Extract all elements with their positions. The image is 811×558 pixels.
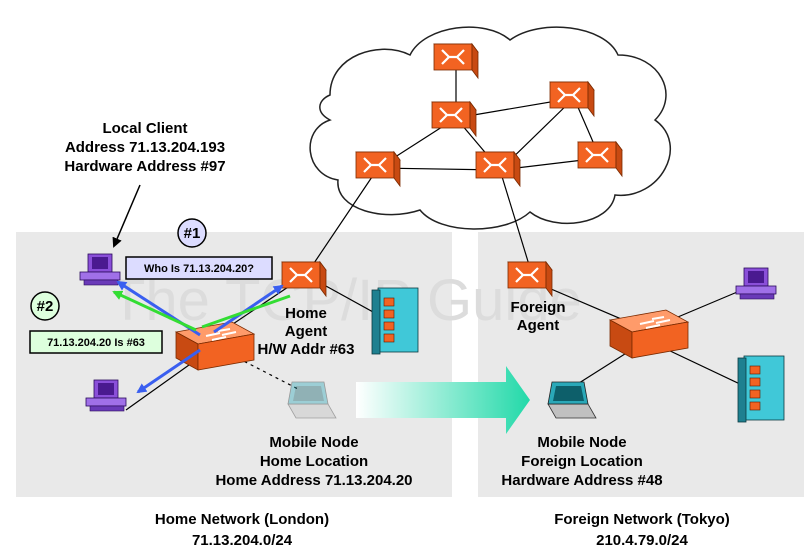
step2-badge: #2 [30, 291, 60, 321]
svg-text:Agent: Agent [285, 323, 328, 340]
home-agent-label: Home Agent H/W Addr #63 [258, 305, 355, 358]
svg-text:Home: Home [285, 305, 327, 322]
mobile-node-move-arrow [356, 366, 530, 434]
svg-text:71.13.204.20 Is #63: 71.13.204.20 Is #63 [47, 337, 145, 349]
svg-text:71.13.204.0/24: 71.13.204.0/24 [192, 532, 293, 549]
svg-text:Address 71.13.204.193: Address 71.13.204.193 [65, 139, 225, 156]
internet-cloud [309, 26, 672, 230]
svg-text:Mobile Node: Mobile Node [269, 434, 358, 451]
mobile-node-foreign-label: Mobile Node Foreign Location Hardware Ad… [501, 434, 662, 489]
home-network-caption: Home Network (London) 71.13.204.0/24 [155, 511, 329, 549]
step1-badge: #1 [177, 218, 207, 248]
svg-text:Home Address 71.13.204.20: Home Address 71.13.204.20 [215, 472, 412, 489]
svg-text:Hardware Address #97: Hardware Address #97 [64, 158, 225, 175]
svg-text:Foreign Location: Foreign Location [521, 453, 643, 470]
svg-text:Home Location: Home Location [260, 453, 368, 470]
svg-text:H/W Addr #63: H/W Addr #63 [258, 341, 355, 358]
svg-text:Foreign: Foreign [511, 299, 566, 316]
local-client-label: Local Client Address 71.13.204.193 Hardw… [64, 120, 225, 175]
foreign-network-caption: Foreign Network (Tokyo) 210.4.79.0/24 [554, 511, 730, 549]
foreign-server-icon [737, 355, 785, 423]
svg-text:Foreign Network (Tokyo): Foreign Network (Tokyo) [554, 511, 730, 528]
svg-text:Who Is 71.13.204.20?: Who Is 71.13.204.20? [144, 263, 254, 275]
arp-reply-arrows [112, 290, 291, 332]
arp-reply-message-box: 71.13.204.20 Is #63 [29, 330, 163, 354]
arp-request-message-box: Who Is 71.13.204.20? [125, 256, 273, 280]
svg-text:210.4.79.0/24: 210.4.79.0/24 [596, 532, 688, 549]
svg-text:Mobile Node: Mobile Node [537, 434, 626, 451]
mobile-node-home-label: Mobile Node Home Location Home Address 7… [215, 434, 412, 489]
svg-text:Hardware Address #48: Hardware Address #48 [501, 472, 662, 489]
svg-text:#2: #2 [37, 298, 54, 315]
foreign-agent-label: Foreign Agent [511, 299, 566, 334]
svg-text:Local Client: Local Client [102, 120, 187, 137]
svg-text:Home Network (London): Home Network (London) [155, 511, 329, 528]
home-server-icon [371, 287, 419, 355]
svg-text:#1: #1 [184, 225, 201, 242]
local-client-pointer [112, 184, 141, 248]
svg-text:Agent: Agent [517, 317, 560, 334]
